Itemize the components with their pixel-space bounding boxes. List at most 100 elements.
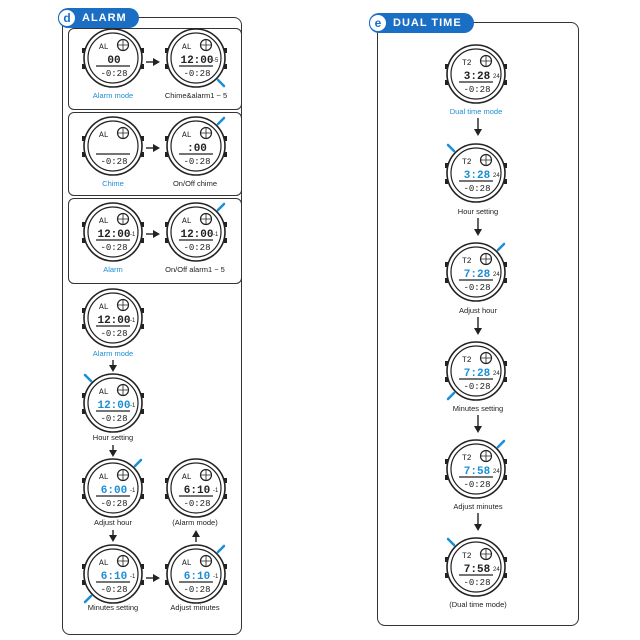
- svg-text:12:00: 12:00: [180, 229, 213, 241]
- svg-text:-0:28: -0:28: [100, 414, 127, 424]
- arrow-right: [146, 58, 160, 66]
- svg-text:7:58: 7:58: [464, 564, 491, 576]
- svg-text:-0:28: -0:28: [183, 157, 210, 167]
- watch-w12: AL 6:10-1-0:28: [165, 544, 227, 604]
- caption-hour-setting-left: Hour setting: [92, 433, 134, 442]
- button-press-indicator: [446, 537, 456, 547]
- caption-onoff-chime: On/Off chime: [172, 179, 218, 188]
- button-press-indicator: [216, 544, 226, 554]
- svg-text:-0:28: -0:28: [463, 184, 490, 194]
- watch-w8: AL 12:00-1-0:28: [82, 373, 144, 433]
- caption-chime: Chime: [102, 179, 124, 188]
- svg-text:-0:28: -0:28: [100, 157, 127, 167]
- button-press-indicator: [83, 373, 93, 383]
- svg-text:24: 24: [493, 371, 500, 377]
- svg-text:-1: -1: [213, 574, 219, 580]
- arrow-right: [146, 230, 160, 238]
- svg-text:-0:28: -0:28: [183, 69, 210, 79]
- svg-text:T2: T2: [462, 59, 472, 68]
- svg-text:-0:28: -0:28: [183, 499, 210, 509]
- svg-text:-0:28: -0:28: [183, 585, 210, 595]
- arrow-down: [109, 360, 117, 372]
- svg-text:AL: AL: [99, 303, 109, 312]
- svg-text:-1: -1: [130, 488, 136, 494]
- watch-w11: AL6:10-1-0:28: [82, 544, 144, 604]
- watch-w4: AL:00-0:28: [165, 116, 227, 176]
- arrow-down: [109, 445, 117, 457]
- svg-text:AL: AL: [99, 473, 109, 482]
- svg-text:-0:28: -0:28: [463, 85, 490, 95]
- svg-text:T2: T2: [462, 552, 472, 561]
- caption-alarm-mode-2: Alarm mode: [92, 349, 134, 358]
- svg-text:00: 00: [107, 55, 120, 67]
- svg-text:12:00: 12:00: [180, 55, 213, 67]
- caption-minutes-setting-right: Minutes setting: [452, 404, 504, 413]
- svg-text:AL: AL: [99, 217, 109, 226]
- caption-alarm-mode-1: Alarm mode: [92, 91, 134, 100]
- caption-adjust-hour-right: Adjust hour: [459, 306, 497, 315]
- alarm-badge-letter: d: [58, 9, 76, 27]
- svg-text:-0:28: -0:28: [100, 243, 127, 253]
- watch-w3: AL -0:28: [82, 116, 144, 176]
- svg-text:T2: T2: [462, 257, 472, 266]
- arrow-down: [474, 513, 482, 531]
- svg-text:24: 24: [493, 567, 500, 573]
- alarm-badge-title: ALARM: [82, 12, 127, 24]
- caption-minutes-setting-left: Minutes setting: [87, 603, 139, 612]
- watch-w9: AL6:00-1-0:28: [82, 458, 144, 518]
- svg-text:-1: -1: [130, 318, 136, 324]
- svg-text:24: 24: [493, 173, 500, 179]
- svg-text:AL: AL: [99, 43, 109, 52]
- svg-text:-0:28: -0:28: [100, 499, 127, 509]
- svg-text:-1: -1: [130, 574, 136, 580]
- svg-text:-0:28: -0:28: [100, 585, 127, 595]
- watch-w10: AL6:10-1-0:28: [165, 458, 227, 518]
- caption-dual-time-mode: Dual time mode: [449, 107, 503, 116]
- caption-chime-alarm: Chime&alarm1 ~ 5: [164, 91, 228, 100]
- alarm-badge: d ALARM: [58, 8, 139, 28]
- svg-text:-5: -5: [213, 58, 219, 64]
- caption-hour-setting-right: Hour setting: [457, 207, 499, 216]
- button-press-indicator: [216, 202, 226, 212]
- svg-text:-0:28: -0:28: [100, 69, 127, 79]
- button-press-indicator: [216, 78, 226, 88]
- svg-text:AL: AL: [182, 559, 192, 568]
- watch-w1: AL 00 -0:28: [82, 28, 144, 88]
- button-press-indicator: [83, 594, 93, 604]
- dual-time-badge-letter: e: [369, 14, 387, 32]
- svg-text:12:00: 12:00: [97, 400, 130, 412]
- button-press-indicator: [216, 116, 226, 126]
- caption-onoff-alarm: On/Off alarm1 ~ 5: [165, 265, 225, 274]
- svg-text:T2: T2: [462, 158, 472, 167]
- svg-text:-1: -1: [130, 403, 136, 409]
- arrow-down: [109, 530, 117, 542]
- arrow-right: [146, 144, 160, 152]
- arrow-down: [474, 317, 482, 335]
- caption-dual-time-mode-2: (Dual time mode): [449, 600, 507, 609]
- svg-text:6:10: 6:10: [101, 571, 127, 583]
- svg-text:AL: AL: [99, 388, 109, 397]
- svg-text:24: 24: [493, 469, 500, 475]
- svg-text:AL: AL: [99, 131, 109, 140]
- svg-text:AL: AL: [182, 217, 192, 226]
- svg-text:6:10: 6:10: [184, 485, 210, 497]
- caption-alarm-mode-3: (Alarm mode): [172, 518, 218, 527]
- svg-text:-1: -1: [213, 232, 219, 238]
- dual-time-badge-title: DUAL TIME: [393, 17, 462, 29]
- svg-text:T2: T2: [462, 356, 472, 365]
- dual-time-badge: e DUAL TIME: [369, 13, 474, 33]
- svg-text:24: 24: [493, 74, 500, 80]
- button-press-indicator: [446, 143, 456, 153]
- caption-alarm: Alarm: [103, 265, 123, 274]
- arrow-down: [474, 118, 482, 136]
- button-press-indicator: [496, 439, 506, 449]
- svg-text:6:10: 6:10: [184, 571, 210, 583]
